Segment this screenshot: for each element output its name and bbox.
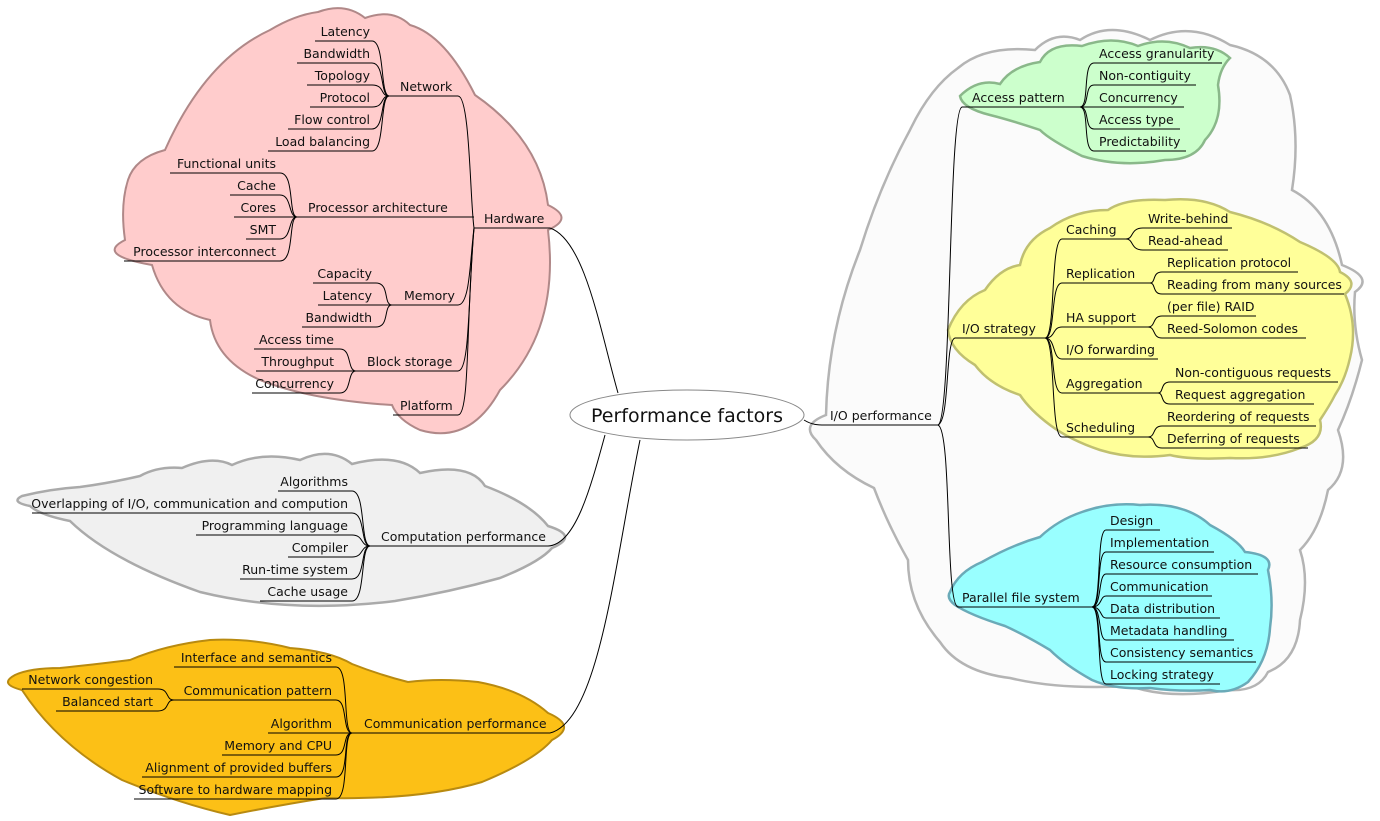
communication-label[interactable]: Communication performance	[364, 716, 547, 731]
access-pattern-label[interactable]: Access pattern	[972, 90, 1065, 105]
parallel-fs-item[interactable]: Communication	[1110, 579, 1209, 594]
computation-item[interactable]: Programming language	[202, 518, 349, 533]
memory-label[interactable]: Memory	[404, 288, 455, 303]
replication-item[interactable]: Reading from many sources	[1167, 277, 1342, 292]
parallel-fs-item[interactable]: Resource consumption	[1110, 557, 1252, 572]
communication-pattern-item[interactable]: Network congestion	[28, 672, 153, 687]
hardware-cloud	[113, 7, 563, 435]
parallel-fs-cloud	[947, 503, 1273, 693]
replication-label[interactable]: Replication	[1066, 266, 1135, 281]
communication-pattern-item[interactable]: Balanced start	[62, 694, 153, 709]
block-storage-label[interactable]: Block storage	[367, 354, 453, 369]
memory-item[interactable]: Latency	[323, 288, 373, 303]
edge-root-io	[803, 419, 826, 426]
parallel-fs-item[interactable]: Implementation	[1110, 535, 1209, 550]
communication-item[interactable]: Algorithm	[271, 716, 332, 731]
parallel-fs-item[interactable]: Locking strategy	[1110, 667, 1215, 682]
parallel-fs-item[interactable]: Design	[1110, 513, 1153, 528]
block-storage-item[interactable]: Throughput	[260, 354, 334, 369]
network-item[interactable]: Topology	[314, 68, 371, 83]
network-item[interactable]: Protocol	[320, 90, 370, 105]
communication-pattern-label[interactable]: Communication pattern	[184, 683, 332, 698]
communication-cloud	[7, 638, 565, 817]
io-strategy-label[interactable]: I/O strategy	[962, 321, 1036, 336]
replication-item[interactable]: Replication protocol	[1167, 255, 1291, 270]
access-pattern-item[interactable]: Concurrency	[1099, 90, 1178, 105]
parallel-fs-label[interactable]: Parallel file system	[962, 590, 1080, 605]
aggregation-item[interactable]: Non-contiguous requests	[1175, 365, 1331, 380]
computation-item[interactable]: Run-time system	[242, 562, 348, 577]
edge-io-strategy	[937, 337, 956, 426]
access-pattern-children: Access granularity Non-contiguity Concur…	[1079, 46, 1222, 152]
edge-root-hardware	[549, 227, 619, 394]
communication-item[interactable]: Software to hardware mapping	[139, 782, 332, 797]
communication-item[interactable]: Interface and semantics	[181, 650, 332, 665]
parallel-fs-item[interactable]: Data distribution	[1110, 601, 1215, 616]
ha-support-item[interactable]: Reed-Solomon codes	[1167, 321, 1298, 336]
processor-children: Functional units Cache Cores SMT Process…	[124, 156, 298, 262]
edge-root-communication	[549, 439, 641, 734]
processor-item[interactable]: Cores	[241, 200, 276, 215]
computation-item[interactable]: Overlapping of I/O, communication and co…	[31, 496, 348, 511]
access-pattern-cloud	[958, 39, 1232, 165]
ha-support-label[interactable]: HA support	[1066, 310, 1136, 325]
network-item[interactable]: Flow control	[294, 112, 370, 127]
parallel-fs-item[interactable]: Metadata handling	[1110, 623, 1227, 638]
caching-item[interactable]: Read-ahead	[1148, 233, 1223, 248]
aggregation-label[interactable]: Aggregation	[1066, 376, 1143, 391]
computation-item[interactable]: Algorithms	[280, 474, 348, 489]
root-node[interactable]	[569, 389, 805, 441]
parallel-fs-children: Design Implementation Resource consumpti…	[1091, 513, 1258, 685]
platform-label[interactable]: Platform	[400, 398, 453, 413]
network-label[interactable]: Network	[400, 79, 453, 94]
edge-root-computation	[547, 434, 606, 547]
access-pattern-item[interactable]: Access type	[1099, 112, 1174, 127]
processor-label[interactable]: Processor architecture	[308, 200, 448, 215]
block-storage-children: Access time Throughput Concurrency	[252, 332, 357, 394]
communication-item[interactable]: Memory and CPU	[224, 738, 332, 753]
network-children: Latency Bandwidth Topology Protocol Flow…	[268, 24, 390, 152]
access-pattern-item[interactable]: Non-contiguity	[1099, 68, 1191, 83]
io-forwarding-label[interactable]: I/O forwarding	[1066, 342, 1155, 357]
access-pattern-item[interactable]: Access granularity	[1099, 46, 1215, 61]
caching-item[interactable]: Write-behind	[1148, 211, 1228, 226]
processor-item[interactable]: SMT	[250, 222, 277, 237]
ha-support-item[interactable]: (per file) RAID	[1167, 299, 1255, 314]
hardware-label[interactable]: Hardware	[484, 211, 545, 226]
scheduling-label[interactable]: Scheduling	[1066, 420, 1135, 435]
memory-children: Capacity Latency Bandwidth	[302, 266, 393, 328]
edge-hardware-platform	[457, 227, 475, 416]
communication-item[interactable]: Alignment of provided buffers	[145, 760, 332, 775]
access-pattern-item[interactable]: Predictability	[1099, 134, 1181, 149]
memory-item[interactable]: Bandwidth	[305, 310, 372, 325]
computation-cloud	[16, 452, 567, 608]
network-item[interactable]: Load balancing	[275, 134, 370, 149]
processor-item[interactable]: Functional units	[177, 156, 276, 171]
computation-item[interactable]: Cache usage	[267, 584, 348, 599]
io-strategy-children: Caching Write-behind Read-ahead Replicat…	[1044, 211, 1344, 449]
network-item[interactable]: Bandwidth	[303, 46, 370, 61]
root-label: Performance factors	[591, 405, 783, 427]
edge-hardware-network	[457, 95, 475, 229]
edge-io-parallel-fs	[937, 424, 959, 608]
caching-label[interactable]: Caching	[1066, 222, 1117, 237]
scheduling-item[interactable]: Deferring of requests	[1167, 431, 1300, 446]
block-storage-item[interactable]: Access time	[259, 332, 334, 347]
memory-item[interactable]: Capacity	[317, 266, 372, 281]
network-item[interactable]: Latency	[321, 24, 371, 39]
scheduling-item[interactable]: Reordering of requests	[1167, 409, 1310, 424]
processor-item[interactable]: Cache	[237, 178, 276, 193]
processor-item[interactable]: Processor interconnect	[133, 244, 276, 259]
edge-io-access-pattern	[937, 106, 963, 426]
io-label[interactable]: I/O performance	[830, 408, 932, 423]
aggregation-item[interactable]: Request aggregation	[1175, 387, 1305, 402]
io-strategy-cloud	[946, 197, 1355, 460]
computation-item[interactable]: Compiler	[292, 540, 349, 555]
parallel-fs-item[interactable]: Consistency semantics	[1110, 645, 1253, 660]
communication-children: Interface and semantics Communication pa…	[22, 650, 353, 800]
computation-children: Algorithms Overlapping of I/O, communica…	[31, 474, 371, 602]
computation-label[interactable]: Computation performance	[381, 529, 546, 544]
block-storage-item[interactable]: Concurrency	[255, 376, 334, 391]
